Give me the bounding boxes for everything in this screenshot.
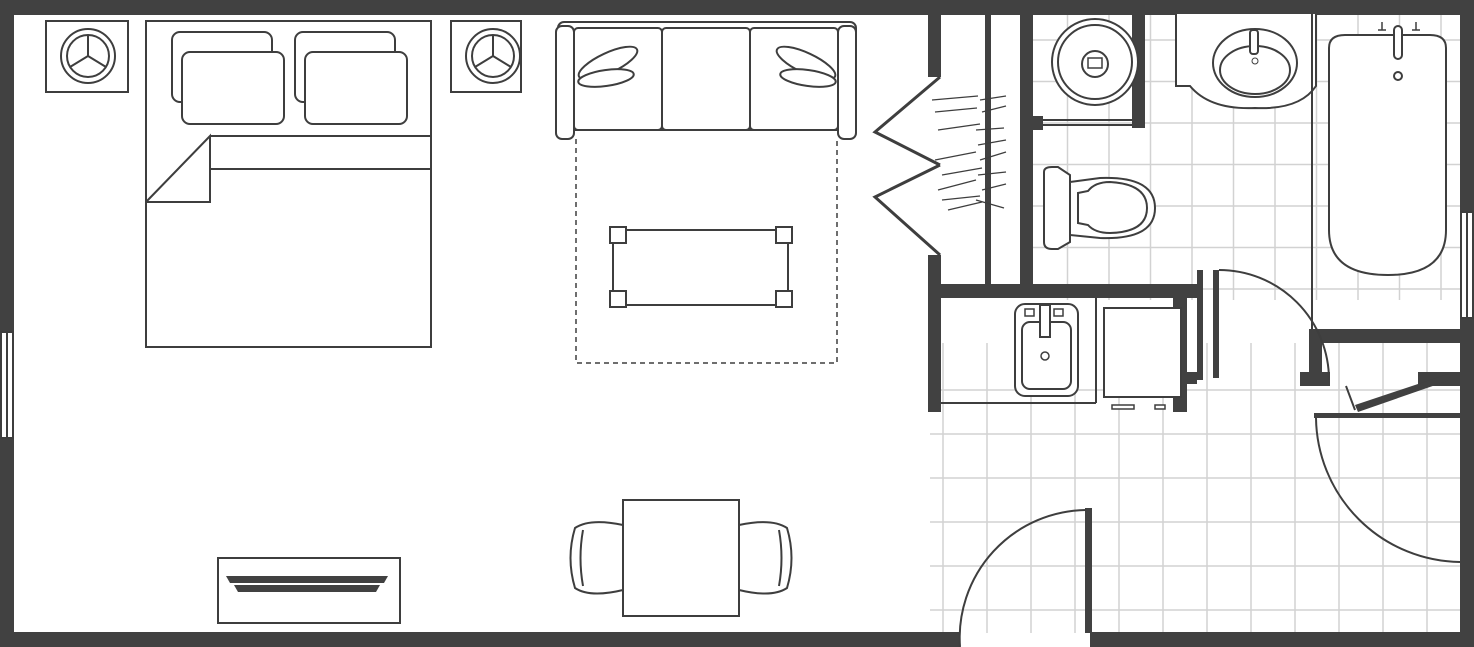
hanger bbox=[934, 151, 977, 161]
hanger bbox=[981, 183, 1007, 191]
hanger bbox=[931, 95, 979, 101]
coffee-table bbox=[609, 226, 793, 308]
closet-bifold-door[interactable] bbox=[872, 75, 941, 257]
entry-door[interactable] bbox=[958, 509, 1087, 647]
hanger bbox=[947, 201, 983, 211]
bathroom-sink bbox=[1175, 14, 1317, 110]
rug bbox=[575, 139, 838, 364]
hanger bbox=[934, 107, 978, 113]
bed bbox=[145, 20, 432, 348]
hanger bbox=[977, 171, 1007, 176]
hall-tile-floor bbox=[930, 343, 1460, 633]
bathtub bbox=[1311, 14, 1447, 329]
shower-stall bbox=[1043, 18, 1139, 126]
nightstand-left bbox=[45, 20, 129, 93]
hanger bbox=[979, 151, 1007, 161]
closet-hangers bbox=[931, 95, 1007, 211]
tv-console bbox=[217, 557, 401, 624]
dining-set bbox=[569, 499, 793, 617]
hanger bbox=[937, 123, 981, 131]
hanger bbox=[975, 199, 1005, 209]
hall-closet-door[interactable] bbox=[1314, 413, 1464, 563]
nightstand-right bbox=[450, 20, 522, 93]
hanger bbox=[975, 127, 1005, 131]
sofa bbox=[555, 21, 857, 140]
right-window bbox=[1460, 211, 1474, 319]
toilet bbox=[1043, 166, 1157, 250]
hanger bbox=[981, 105, 1007, 113]
laundry-sink bbox=[941, 298, 1097, 404]
hanger bbox=[977, 139, 1007, 146]
hanger bbox=[979, 95, 1007, 101]
hanger bbox=[941, 195, 981, 201]
hanger bbox=[941, 167, 983, 176]
closet-door[interactable] bbox=[1345, 374, 1450, 412]
hanger bbox=[937, 179, 977, 191]
left-window bbox=[0, 331, 14, 439]
washer-dryer bbox=[1103, 307, 1182, 410]
bathroom-door[interactable] bbox=[1213, 269, 1330, 381]
